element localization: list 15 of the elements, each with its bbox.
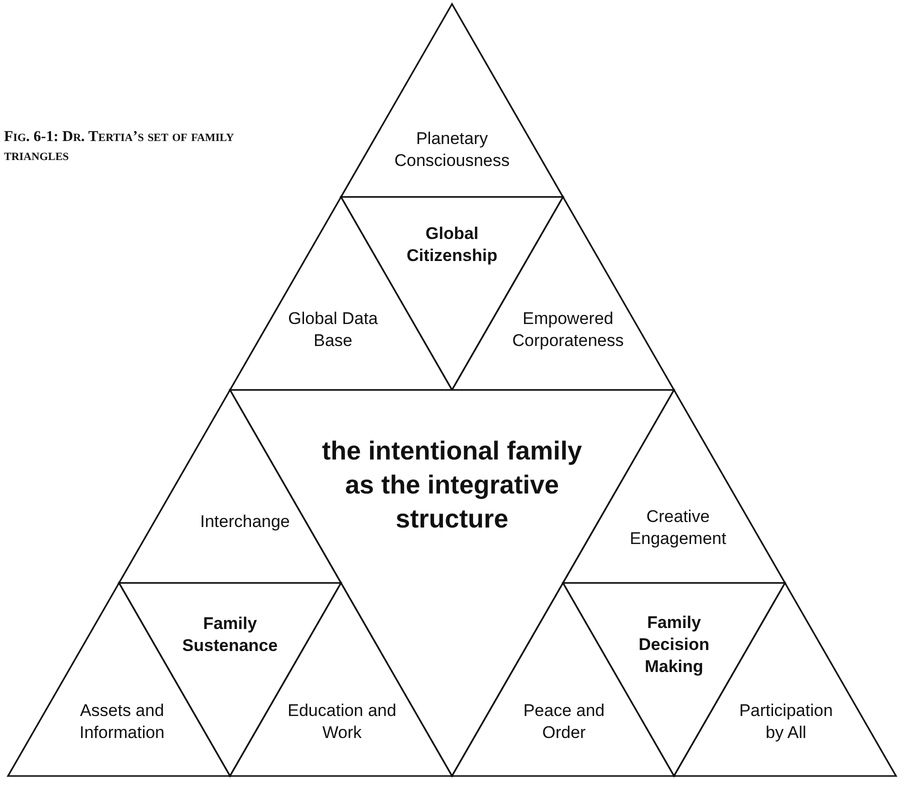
triangle-label: Empowered Corporateness xyxy=(511,308,625,352)
triangle-label: Interchange xyxy=(199,510,291,533)
triangle-label: Peace and Order xyxy=(522,700,606,744)
triangle-label: Global Data Base xyxy=(287,308,379,352)
triangle-label: Global Citizenship xyxy=(406,222,498,267)
triangle-label: Family Decision Making xyxy=(638,612,710,678)
triangle-label: Planetary Consciousness xyxy=(393,128,511,172)
triangle-label: Assets and Information xyxy=(78,700,166,744)
triangle-label: Family Sustenance xyxy=(181,612,279,657)
triangle-label: Creative Engagement xyxy=(628,506,728,550)
triangle-label: Education and Work xyxy=(287,700,397,744)
triangle-label: the intentional family as the integrative structure xyxy=(320,434,584,535)
triangle-label: Participation by All xyxy=(738,700,834,744)
triangle xyxy=(341,4,563,197)
figure-title: Fig. 6-1: Dr. Tertia’s set of family triangles xyxy=(4,128,234,166)
